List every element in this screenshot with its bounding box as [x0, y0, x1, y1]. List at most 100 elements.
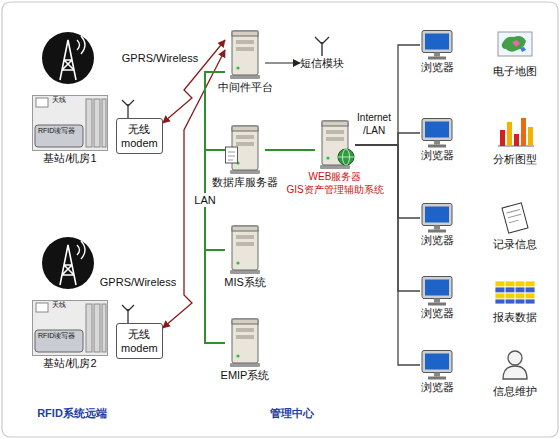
section-title: RFID系统远端 — [37, 406, 107, 420]
drive-bay — [236, 47, 254, 51]
data-sheet — [226, 147, 238, 163]
part-label: RFID读写器 — [38, 331, 108, 340]
link-label: GPRS/Wireless — [120, 51, 200, 65]
globe — [338, 149, 354, 165]
tower-disc — [42, 32, 94, 84]
monitor-stand — [434, 141, 440, 145]
function-caption: 记录信息 — [493, 237, 537, 251]
power-light — [326, 156, 329, 159]
chart-bar — [521, 118, 526, 146]
monitor-drawing — [420, 203, 454, 233]
monitor-frame — [422, 31, 452, 53]
panel-icon: 天线RFID读写器 — [32, 95, 108, 151]
person-head — [508, 351, 522, 365]
monitor-drawing — [420, 276, 454, 306]
server-drawing — [225, 318, 265, 368]
monitor-icon — [420, 276, 454, 306]
document-page — [502, 203, 528, 233]
globe-equator — [338, 157, 354, 158]
label-holder: 报表数据 — [493, 310, 537, 324]
monitor-icon — [420, 30, 454, 60]
server-icon — [225, 225, 265, 275]
tower-lattice — [60, 245, 76, 285]
radio-waves — [77, 36, 85, 54]
connector — [355, 145, 420, 218]
base-station: 天线 RFID读写器基站/机房2 — [32, 297, 108, 370]
antenna-pad — [36, 98, 48, 107]
node-label: 浏览器 — [420, 60, 454, 74]
panel-body — [33, 96, 108, 151]
monitor-screen — [425, 280, 449, 296]
sms-module: 短信模块 — [300, 36, 344, 70]
node-label: 基站/机房2 — [32, 356, 108, 370]
monitor-base — [428, 303, 446, 306]
node-label: 浏览器 — [420, 306, 454, 320]
monitor-base — [428, 377, 446, 380]
server-node: EMIP系统 — [221, 318, 270, 382]
person-icon — [503, 351, 527, 379]
connector — [265, 149, 315, 151]
server-top — [232, 126, 258, 131]
server-shadow — [230, 270, 260, 274]
node-label: 无线 modem — [121, 122, 158, 150]
browser-node: 浏览器 — [420, 30, 454, 74]
bar-chart-icon — [498, 118, 534, 146]
map-land — [502, 36, 526, 52]
node-label: GIS资产管理辅助系统 — [286, 183, 383, 196]
panel-drawing — [32, 300, 108, 356]
server-body — [232, 319, 258, 363]
server-node: MIS系统 — [224, 225, 266, 289]
browser-node: 浏览器 — [420, 276, 454, 320]
map-region — [512, 40, 520, 47]
server-top — [232, 226, 258, 231]
function-caption: 分析图型 — [493, 152, 537, 166]
antenna-drawing — [312, 36, 332, 56]
connector — [355, 145, 420, 365]
node-label: EMIP系统 — [221, 368, 270, 382]
chart-bar — [528, 127, 533, 146]
radio-waves — [77, 241, 85, 259]
base-station-tower — [42, 237, 94, 289]
server-icon — [315, 120, 355, 170]
function-caption: 电子地图 — [493, 64, 537, 78]
server-shadow — [230, 170, 260, 174]
monitor-frame — [422, 277, 452, 299]
drive-bay — [236, 40, 254, 44]
power-light — [236, 354, 239, 357]
monitor-stand — [434, 53, 440, 57]
node-label: 浏览器 — [420, 148, 454, 162]
part-label: 天线 — [52, 300, 108, 309]
document-icon — [502, 203, 528, 233]
part-label: RFID读写器 — [38, 126, 108, 135]
monitor-frame — [422, 204, 452, 226]
monitor-icon — [420, 118, 454, 148]
function-caption: 信息维护 — [493, 384, 537, 398]
base-station: 天线RFID读写器基站/机房1 — [32, 92, 108, 165]
node-label: 中间件平台 — [218, 80, 273, 94]
panel-body — [33, 301, 108, 356]
tower-disc — [42, 237, 94, 289]
rack-unit — [94, 304, 100, 352]
node-label: MIS系统 — [224, 275, 266, 289]
server-node: 数据库服务器 — [212, 125, 278, 189]
server-icon — [225, 125, 265, 175]
server-icon — [225, 30, 265, 80]
monitor-drawing — [420, 118, 454, 148]
label-holder: LAN — [192, 193, 217, 207]
rack-unit — [86, 99, 92, 147]
connector — [265, 62, 300, 63]
drive-bay — [326, 130, 344, 134]
drive-bay — [236, 335, 254, 339]
drive-bay — [236, 328, 254, 332]
server-drawing — [225, 125, 265, 175]
table-icon — [495, 281, 535, 304]
edge-label-holder: GPRS/Wireless — [98, 275, 178, 289]
node-label: 浏览器 — [420, 233, 454, 247]
map-region — [520, 47, 526, 52]
server-node: 中间件平台 — [218, 30, 273, 94]
antenna-icon — [312, 36, 332, 56]
monitor-drawing — [420, 30, 454, 60]
monitor-icon — [420, 203, 454, 233]
label-holder: 分析图型 — [493, 152, 537, 166]
